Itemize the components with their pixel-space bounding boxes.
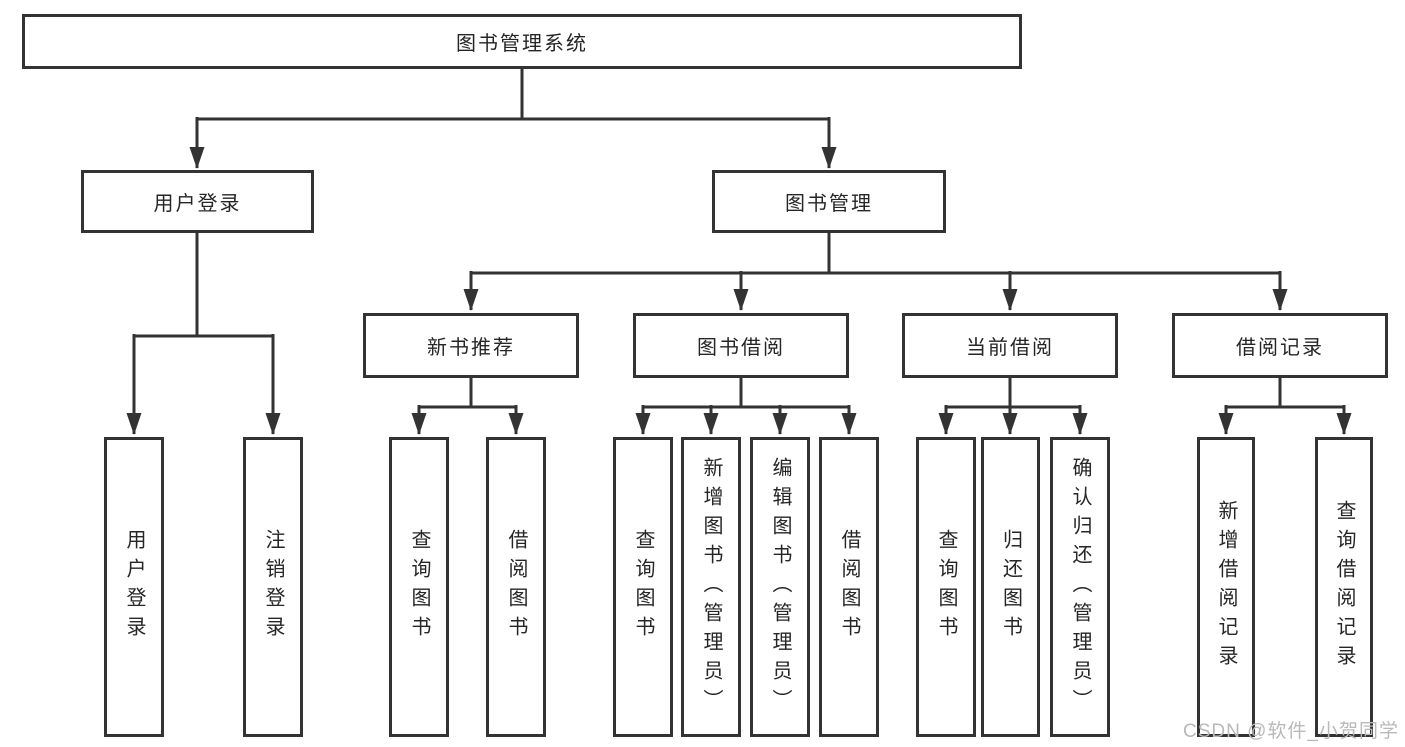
node-label: 借阅图书 — [505, 529, 527, 645]
node-label: 查询图书 — [408, 529, 430, 645]
node-label: 借阅记录 — [1236, 337, 1324, 359]
node-label: 新增借阅记录 — [1215, 500, 1237, 674]
node-user-login: 用户登录 — [81, 170, 314, 233]
node-label: 图书管理系统 — [456, 33, 588, 55]
connector-book-borrowing-children — [635, 378, 857, 435]
node-label: 查询图书 — [632, 529, 654, 645]
leaf-borrowing-add-books-admin: 新增图书（管理员） — [681, 437, 741, 737]
leaf-records-add-borrow-record: 新增借阅记录 — [1197, 437, 1255, 737]
leaf-user-login: 用户登录 — [104, 437, 164, 737]
node-label: 编辑图书（管理员） — [769, 456, 791, 718]
connector-root-to-level2 — [189, 69, 837, 169]
leaf-recommend-borrow-books: 借阅图书 — [486, 437, 546, 737]
node-book-management: 图书管理 — [712, 170, 946, 233]
leaf-current-return-books: 归还图书 — [981, 437, 1040, 737]
connector-new-book-recommend-children — [411, 378, 524, 435]
node-label: 查询借阅记录 — [1333, 500, 1355, 674]
node-label: 确认归还（管理员） — [1069, 456, 1091, 718]
node-label: 新书推荐 — [427, 337, 515, 359]
node-label: 用户登录 — [123, 529, 145, 645]
node-current-borrowing: 当前借阅 — [902, 313, 1118, 378]
connector-user-login-children — [126, 233, 281, 435]
node-label: 归还图书 — [999, 529, 1022, 645]
node-label: 当前借阅 — [966, 337, 1054, 359]
node-borrowing-records: 借阅记录 — [1172, 313, 1388, 378]
leaf-current-query-books: 查询图书 — [916, 437, 976, 737]
node-label: 用户登录 — [153, 193, 242, 215]
node-label: 注销登录 — [262, 529, 284, 645]
node-label: 图书管理 — [785, 193, 873, 215]
node-label: 查询图书 — [935, 529, 957, 645]
leaf-borrowing-query-books: 查询图书 — [613, 437, 673, 737]
leaf-recommend-query-books: 查询图书 — [389, 437, 449, 737]
node-book-borrowing: 图书借阅 — [633, 313, 849, 378]
leaf-borrowing-borrow-books: 借阅图书 — [819, 437, 879, 737]
node-label: 新增图书（管理员） — [700, 456, 722, 718]
connector-current-borrowing-children — [938, 378, 1088, 435]
leaf-current-confirm-return-admin: 确认归还（管理员） — [1050, 437, 1110, 737]
leaf-borrowing-edit-books-admin: 编辑图书（管理员） — [750, 437, 810, 737]
node-label: 借阅图书 — [838, 529, 860, 645]
connector-book-management-children — [463, 233, 1288, 311]
watermark-text: CSDN @软件_小贺同学 — [1183, 721, 1399, 742]
node-label: 图书借阅 — [697, 337, 785, 359]
node-library-management-system: 图书管理系统 — [22, 14, 1022, 69]
node-new-book-recommend: 新书推荐 — [363, 313, 579, 378]
leaf-logout-login: 注销登录 — [243, 437, 303, 737]
connector-borrowing-records-children — [1218, 378, 1352, 435]
leaf-records-query-borrow-record: 查询借阅记录 — [1315, 437, 1373, 737]
